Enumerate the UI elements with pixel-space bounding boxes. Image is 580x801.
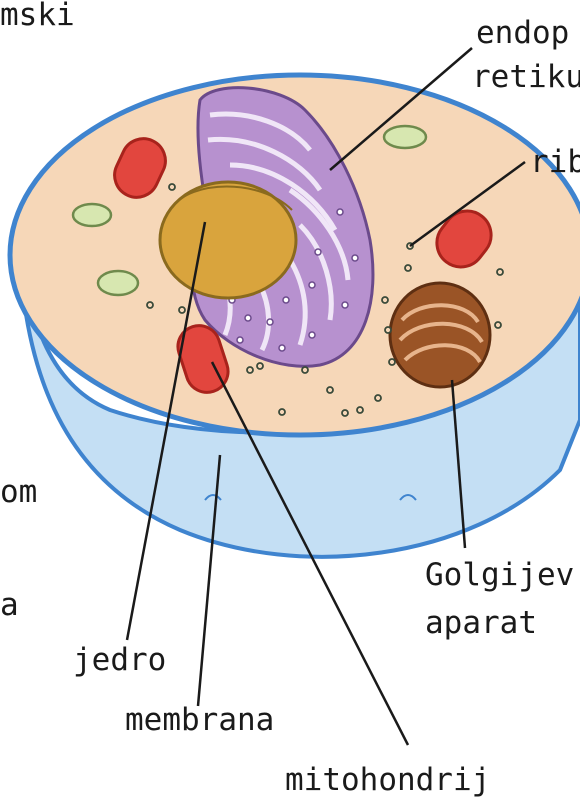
label-left-fragment-1: om (0, 477, 37, 508)
label-ribosome: rib (530, 147, 580, 178)
label-mitochondrion: mitohondrij (285, 765, 490, 796)
label-left-fragment-2: a (0, 590, 19, 621)
label-top-left-fragment: mski (0, 0, 75, 31)
label-endoplasmic-line2: retiku (472, 62, 580, 93)
label-nucleus: jedro (73, 645, 166, 676)
golgi-apparatus (390, 283, 490, 387)
label-golgi-line1: Golgijev (425, 560, 574, 591)
label-golgi-line2: aparat (425, 608, 537, 639)
label-endoplasmic-line1: endop (476, 18, 569, 49)
label-membrane: membrana (125, 705, 274, 736)
nucleus (160, 182, 296, 298)
